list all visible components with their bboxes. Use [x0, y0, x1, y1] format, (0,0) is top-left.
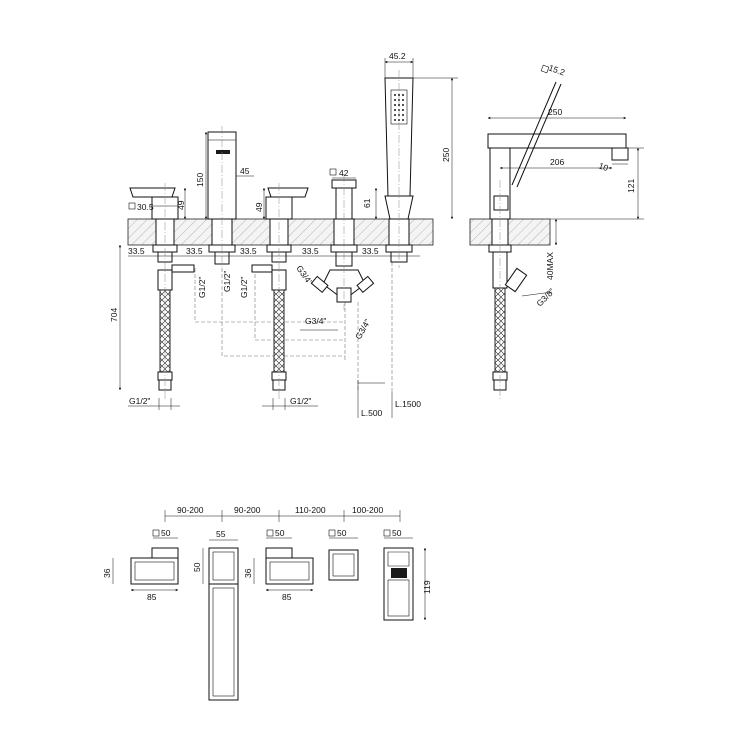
side-lever-edge [516, 83, 562, 188]
lever-valve-left [129, 187, 195, 391]
dim-hand-shower-width: 45.2 [389, 51, 406, 61]
side-hose-port [504, 267, 528, 293]
dim-spout-reach: 206 [550, 157, 564, 167]
manifold-port-left [310, 275, 329, 294]
plan-diverter: 50 [328, 528, 359, 581]
dim-plan-hand-shower-square: 50 [392, 528, 402, 538]
dim-shank-2: 33.5 [186, 246, 203, 256]
side-deck-section [469, 218, 551, 246]
dim-plan-spout-depth: 50 [192, 562, 202, 572]
thread-valve-left: G1/2" [197, 277, 207, 298]
thread-spout: G1/2" [222, 271, 232, 292]
dim-plan-diverter-square: 50 [337, 528, 347, 538]
square-symbol [128, 202, 136, 210]
outlet-connector [171, 264, 195, 273]
lever-handle [267, 187, 309, 198]
thread-diverter-lower: G3/4" [305, 316, 326, 326]
side-connector [492, 251, 508, 289]
dim-plan-spout-width: 55 [216, 529, 226, 539]
plan-hand-shower: 50 119 [383, 528, 432, 621]
side-view [487, 81, 629, 400]
plan-spout: 55 50 [192, 529, 239, 701]
dim-handle-square: 15.2 [547, 62, 566, 77]
dim-hand-shower-height: 250 [441, 148, 451, 162]
plan-valve-left: 50 36 85 [102, 528, 179, 602]
spacing-3: 110-200 [295, 505, 326, 515]
center-lines [164, 70, 400, 400]
dim-shank-3: 33.5 [240, 246, 257, 256]
hand-shower [384, 77, 414, 263]
dim-hose-length: 704 [109, 308, 119, 322]
dim-plan-valve-right-width: 85 [282, 592, 292, 602]
spacing-2: 90-200 [234, 505, 261, 515]
dim-plan-valve-left-depth: 36 [102, 568, 112, 578]
hose-length-long: L.1500 [395, 399, 421, 409]
dim-spout-height: 121 [626, 179, 636, 193]
dim-diverter-square: 42 [339, 168, 349, 178]
dim-valve-left-height: 49 [176, 200, 186, 210]
dim-outlet-offset: 10 [597, 160, 610, 173]
square-symbol [540, 64, 550, 74]
dim-shank-1: 33.5 [128, 246, 145, 256]
spacing-1: 90-200 [177, 505, 204, 515]
shower-nozzles [394, 94, 404, 121]
pipe-routing [194, 262, 393, 392]
thread-hose-left: G1/2" [129, 396, 150, 406]
thread-diverter-side: G3/4" [353, 317, 372, 341]
dim-spout-height: 150 [195, 173, 205, 187]
thread-valve-right: G1/2" [239, 277, 249, 298]
thread-side-hose: G3/8" [534, 286, 556, 308]
dim-plan-valve-left-square: 50 [161, 528, 171, 538]
dim-deck-max: 40MAX [545, 252, 555, 280]
side-spout-outlet [611, 147, 629, 161]
dim-plan-valve-left-width: 85 [147, 592, 157, 602]
dim-valve-left-square: 30.5 [137, 202, 154, 212]
dim-spout-width: 45 [240, 166, 250, 176]
dim-plan-valve-right-depth: 36 [243, 568, 253, 578]
dim-spout-projection: 250 [548, 107, 562, 117]
front-view [127, 70, 551, 400]
side-spout-arm [487, 133, 627, 149]
outlet-connector [251, 264, 273, 273]
dim-plan-hand-shower-depth: 119 [422, 580, 432, 594]
spacing-4: 100-200 [352, 505, 383, 515]
spout-aerator [216, 150, 230, 154]
manifold-port-right [356, 275, 375, 294]
side-valve-body [493, 195, 509, 211]
square-symbol [329, 168, 337, 176]
dim-plan-valve-right-square: 50 [275, 528, 285, 538]
thread-hose-right: G1/2" [290, 396, 311, 406]
dim-diverter-height: 61 [362, 198, 372, 208]
hose-length-short: L.500 [361, 408, 383, 418]
plan-valve-right: 50 36 85 [243, 528, 314, 602]
dim-valve-right-height: 49 [254, 202, 264, 212]
lever-handle [129, 187, 176, 198]
dim-shank-5: 33.5 [362, 246, 379, 256]
dim-shank-4: 33.5 [302, 246, 319, 256]
lever-valve-right [251, 187, 309, 391]
side-dimensions: 15.2 250 206 10 121 40MAX G3/8" [487, 62, 644, 308]
plan-view: 90-200 90-200 110-200 100-200 50 36 85 5… [102, 505, 432, 701]
